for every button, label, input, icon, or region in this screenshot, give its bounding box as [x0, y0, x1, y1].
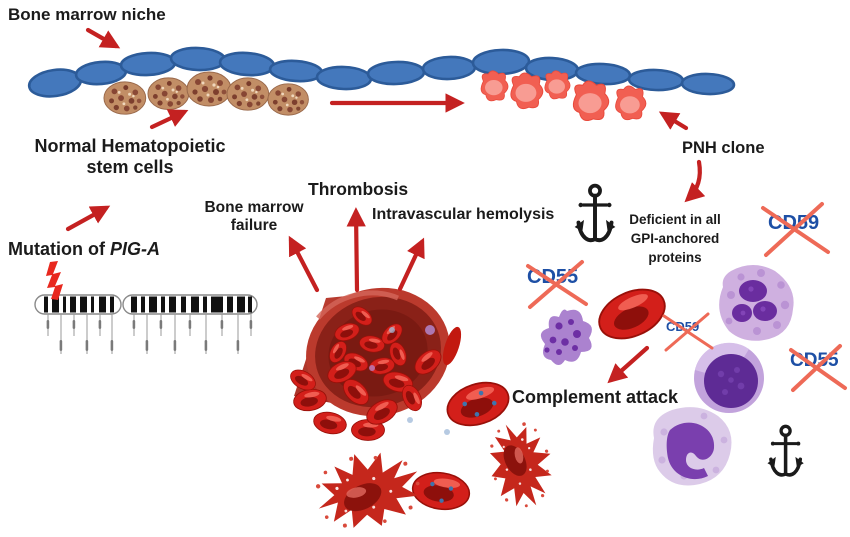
- cd59-marker-middle: CD59: [666, 319, 700, 334]
- anchor-icon: [572, 183, 618, 243]
- cd55-marker-upper: CD55: [527, 266, 579, 288]
- bone-marrow-niche-cells: [27, 46, 736, 98]
- red-blood-cell-complement: [409, 374, 515, 514]
- normal-stem-cells: [103, 71, 309, 116]
- cd59-marker-upper: CD59: [768, 212, 820, 234]
- cd55-marker-lower: CD55: [790, 350, 839, 371]
- normal-hsc-line2: stem cells: [86, 157, 174, 178]
- platelet-cell: [540, 309, 592, 365]
- bmf-line2: failure: [230, 217, 278, 235]
- pnh-clone-label: PNH clone: [682, 139, 765, 157]
- deficient-line1: Deficient in all: [629, 212, 721, 227]
- blood-vessel-illustration: [286, 287, 462, 441]
- arrow-bone-marrow-failure: [288, 235, 320, 293]
- arrow-bone-marrow-niche: [85, 27, 121, 49]
- red-arrows: [65, 27, 706, 384]
- anchor-icon: [765, 424, 806, 477]
- arrow-complement-attack: [607, 345, 650, 384]
- bmf-line1: Bone marrow: [204, 199, 304, 216]
- normal-hsc-line1: Normal Hematopoietic: [34, 136, 226, 156]
- chromosome-ideogram: [34, 261, 258, 354]
- thrombosis-label: Thrombosis: [308, 179, 409, 199]
- bone-marrow-niche-label: Bone marrow niche: [8, 5, 166, 24]
- arrow-deficient: [684, 159, 706, 203]
- mutation-label: Mutation of PIG-A: [8, 239, 160, 260]
- deficient-line3: proteins: [648, 249, 702, 265]
- neutrophil-cell: [719, 265, 794, 341]
- mutation-prefix: Mutation of: [8, 239, 110, 259]
- arrow-thrombosis: [346, 207, 366, 293]
- normal-hsc-label: Normal Hematopoietic stem cells: [15, 136, 245, 178]
- arrow-mutation: [65, 205, 111, 232]
- arrow-normal-stem-cells: [149, 109, 189, 130]
- mutation-mark: [46, 261, 63, 300]
- arrow-hemolysis: [397, 237, 425, 292]
- mutation-gene: PIG-A: [109, 239, 160, 259]
- arrow-pnh-clone: [658, 111, 689, 131]
- bone-marrow-failure-label: Bone marrow failure: [198, 199, 310, 236]
- monocyte-cell: [652, 407, 732, 486]
- deficient-line2: GPI-anchored: [630, 230, 720, 246]
- lymphocyte-cell: [694, 342, 764, 413]
- complement-attack-label: Complement attack: [512, 387, 679, 407]
- intravascular-hemolysis-label: Intravascular hemolysis: [372, 206, 555, 223]
- red-blood-cell: [590, 279, 674, 349]
- deficient-gpi-label: Deficient in all GPI-anchored proteins: [615, 211, 735, 268]
